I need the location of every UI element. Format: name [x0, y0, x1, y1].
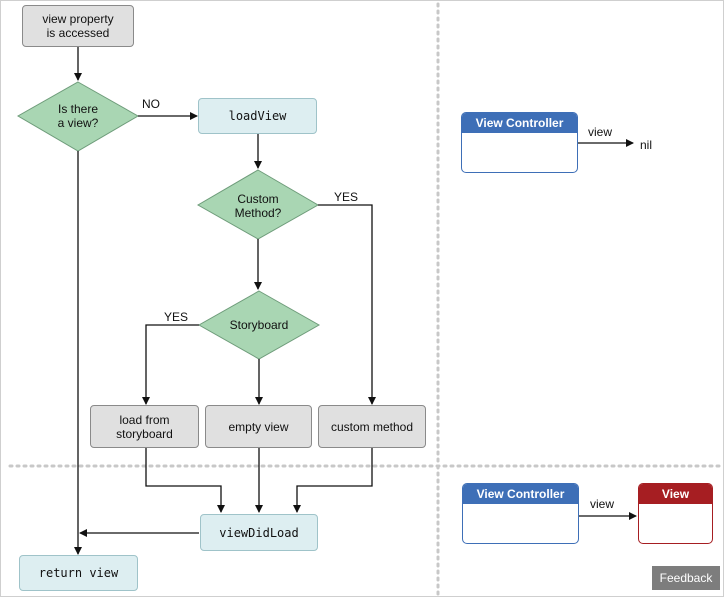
- view-controller-title-after: View Controller: [463, 484, 578, 504]
- view-title: View: [639, 484, 712, 504]
- no-label: NO: [142, 97, 160, 111]
- view-arrow-label-before: view: [588, 125, 613, 139]
- nil-label: nil: [640, 138, 653, 152]
- feedback-button[interactable]: Feedback: [652, 566, 720, 590]
- view-box: View: [638, 483, 713, 544]
- start-node: view property is accessed: [22, 5, 134, 47]
- viewdidload-node: viewDidLoad: [200, 514, 318, 551]
- decision-view-label: Is there a view?: [57, 102, 99, 130]
- decision-custom-label: Custom Method?: [234, 192, 282, 220]
- view-controller-box-before: View Controller: [461, 112, 578, 173]
- yes-storyboard-label: YES: [164, 310, 189, 324]
- empty-view-node: empty view: [205, 405, 312, 448]
- view-controller-title-before: View Controller: [462, 113, 577, 133]
- view-arrow-label-after: view: [590, 497, 615, 511]
- edge-custom-didload: [293, 448, 373, 513]
- decision-storyboard-label: Storyboard: [229, 318, 289, 332]
- edge-custom-yes: [318, 204, 376, 405]
- view-controller-box-after: View Controller: [462, 483, 579, 544]
- return-view-node: return view: [19, 555, 138, 591]
- edge-storyboard-yes: [142, 324, 199, 405]
- custom-method-node: custom method: [318, 405, 426, 448]
- load-from-storyboard-node: load from storyboard: [90, 405, 199, 448]
- yes-custom-label: YES: [334, 190, 359, 204]
- edge-load-didload: [145, 448, 225, 513]
- loadview-node: loadView: [198, 98, 317, 134]
